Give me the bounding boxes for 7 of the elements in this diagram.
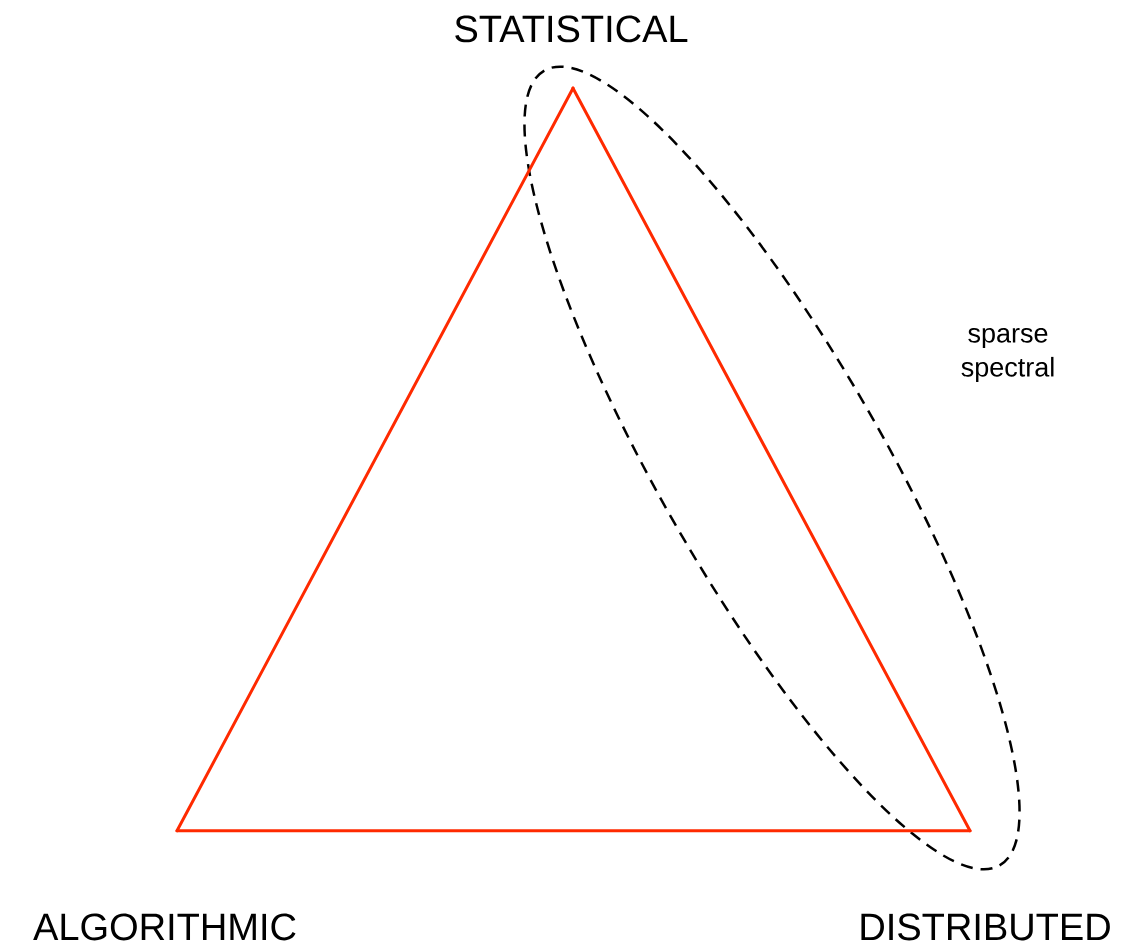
- corner-label: ALGORITHMIC: [33, 913, 296, 941]
- triangle-side: [175, 829, 972, 833]
- ellipse-label: sparse spectral: [961, 327, 1054, 383]
- triangle-side: [175, 86, 575, 833]
- triangle-side: [571, 86, 972, 833]
- corner-label: DISTRIBUTED: [861, 913, 1110, 941]
- corner-label: STATISTICAL: [455, 15, 688, 43]
